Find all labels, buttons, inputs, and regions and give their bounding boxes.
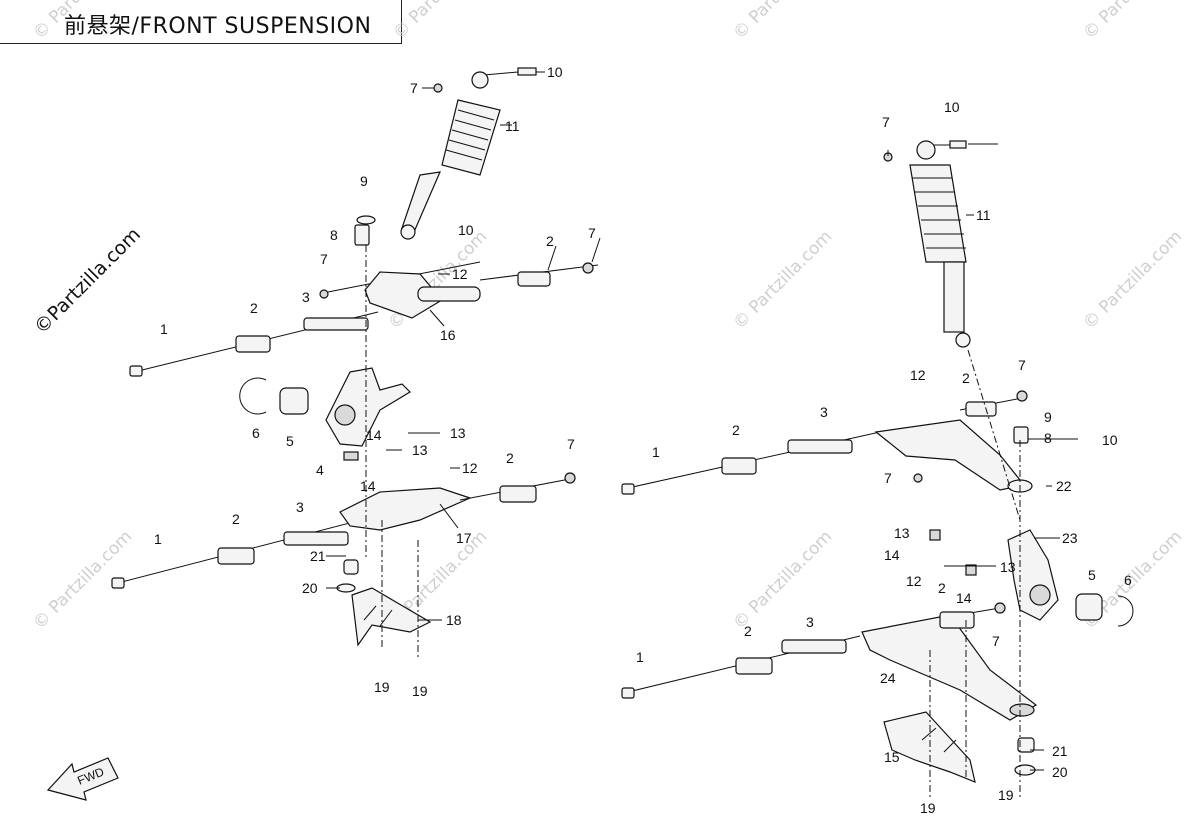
callout: 19 [412,683,428,699]
callout: 4 [316,462,324,478]
callout: 7 [992,633,1000,649]
callout: 1 [636,649,644,665]
upper-a-arm [129,215,599,377]
callout: 5 [286,433,294,449]
watermark: © Partzilla.com [389,0,496,44]
callout: 19 [374,679,390,695]
callout: 14 [956,590,972,606]
callout: 18 [446,612,462,628]
callout: 2 [962,370,970,386]
lower-a-arm [111,472,576,593]
callout: 2 [732,422,740,438]
callout: 5 [1088,567,1096,583]
watermark: ©Partzilla.com [30,224,145,339]
skid-plate [351,587,432,647]
callout: 2 [744,623,752,639]
callout: 8 [1044,430,1052,446]
callout: 14 [366,427,382,443]
callout: 13 [894,525,910,541]
watermark: © Partzilla.com [729,527,836,634]
watermark: © Partzilla.com [29,0,136,44]
callout: 13 [1000,559,1016,575]
callout: 7 [320,251,328,267]
callout: 3 [296,499,304,515]
callout: 21 [1052,743,1068,759]
watermark: © Partzilla.com [1079,227,1186,334]
page-title: 前悬架/FRONT SUSPENSION [64,14,372,39]
callout: 12 [462,460,478,476]
callout: 10 [458,222,474,238]
callout: 9 [360,173,368,189]
callout: 17 [456,530,472,546]
callout: 3 [302,289,310,305]
callout: 15 [884,749,900,765]
callout: 14 [360,478,376,494]
callout: 2 [232,511,240,527]
callout: 1 [652,444,660,460]
callout: 19 [920,800,936,816]
callout: 2 [938,580,946,596]
callout: 11 [976,207,991,223]
watermark: © Partzilla.com [729,0,836,44]
steering-knuckle [239,367,411,461]
callout: 1 [154,531,162,547]
callout: 7 [1018,357,1026,373]
callout: 6 [252,425,260,441]
callout: 12 [906,573,922,589]
callout: 23 [1062,530,1078,546]
callout: 10 [1102,432,1118,448]
steering-knuckle [929,529,1134,627]
callout: 14 [884,547,900,563]
callout: 7 [588,225,596,241]
callout-labels: 10 7 11 9 8 10 7 12 2 7 2 3 16 1 6 5 4 1… [154,64,1132,816]
callout: 7 [882,114,890,130]
callout: 20 [302,580,318,596]
callout: 2 [546,233,554,249]
shock-absorber [400,67,537,240]
callout: 2 [506,450,514,466]
callout: 11 [505,118,520,134]
callout: 22 [1056,478,1072,494]
callout: 10 [547,64,563,80]
callout: 6 [1124,572,1132,588]
left-assembly [111,67,599,660]
callout: 24 [880,670,896,686]
callout: 7 [410,80,418,96]
leader-lines [326,71,1060,771]
callout: 12 [452,266,468,282]
callout: 16 [440,327,456,343]
fwd-arrow: FWD [46,757,119,801]
callout: 3 [806,614,814,630]
right-assembly [621,140,1134,800]
shock-absorber [883,140,971,348]
lower-a-arm [621,602,1038,776]
callout: 3 [820,404,828,420]
upper-a-arm [621,390,1078,495]
callout: 10 [944,99,960,115]
callout: 8 [330,227,338,243]
callout: 13 [412,442,428,458]
watermark: © Partzilla.com [729,227,836,334]
callout: 2 [250,300,258,316]
callout: 7 [884,470,892,486]
title-box: 前悬架/FRONT SUSPENSION [0,0,402,44]
callout: 12 [910,367,926,383]
callout: 7 [567,436,575,452]
callout: 13 [450,425,466,441]
watermark: © Partzilla.com [1079,0,1186,44]
callout: 9 [1044,409,1052,425]
callout: 20 [1052,764,1068,780]
callout: 19 [998,787,1014,803]
callout: 1 [160,321,168,337]
callout: 21 [310,548,326,564]
